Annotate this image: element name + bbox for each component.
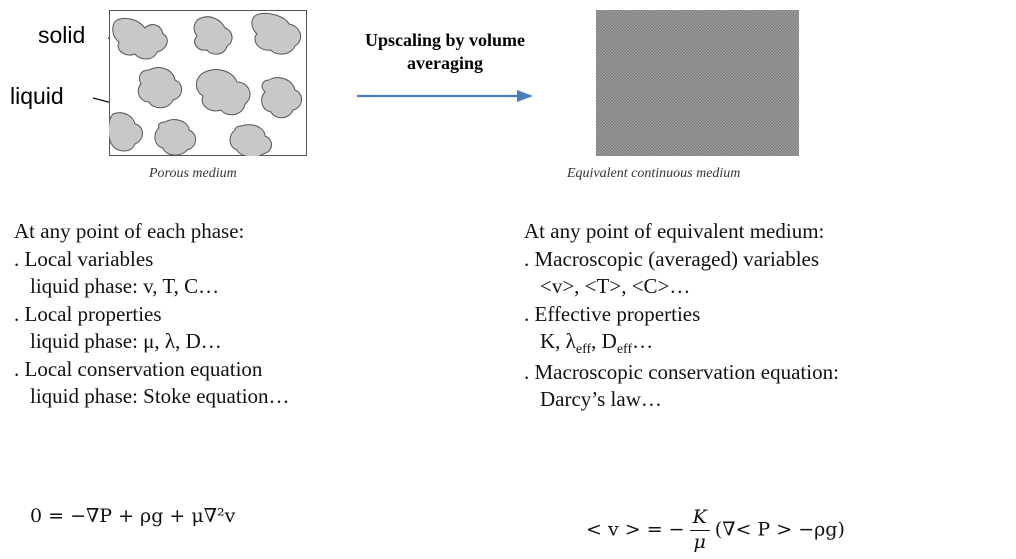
- right-detail-properties: K, λeff, Deff…: [524, 328, 839, 359]
- solid-grain: [261, 77, 302, 119]
- liquid-label: liquid: [10, 83, 64, 109]
- left-bullet-conservation: . Local conservation equation: [14, 356, 263, 381]
- right-arrow-icon: [357, 90, 533, 102]
- solid-grain: [112, 17, 168, 60]
- effective-properties-ellipsis: …: [632, 329, 654, 353]
- darcy-lhs: < v > = −: [586, 518, 685, 541]
- solid-grain: [196, 69, 251, 116]
- solid-grain: [154, 119, 196, 156]
- local-description: At any point of each phase: . Local vari…: [14, 218, 290, 411]
- left-detail-conservation: liquid phase: Stoke equation…: [30, 384, 290, 408]
- equivalent-medium-caption: Equivalent continuous medium: [567, 166, 741, 181]
- left-heading: At any point of each phase:: [14, 219, 245, 243]
- right-detail-variables: <v>, <T>, <C>…: [540, 274, 691, 298]
- right-heading: At any point of equivalent medium:: [524, 219, 825, 243]
- effective-properties-k-lambda: K, λ: [540, 329, 576, 353]
- effective-properties-d: , D: [591, 329, 617, 353]
- solid-grain: [229, 124, 272, 156]
- left-bullet-variables: . Local variables: [14, 246, 154, 271]
- porous-medium-illustration: [109, 10, 307, 156]
- solid-grain: [193, 16, 233, 55]
- d-subscript: eff: [616, 342, 633, 357]
- right-bullet-conservation: . Macroscopic conservation equation:: [524, 359, 839, 384]
- darcy-rhs: (∇< P > −ρg): [714, 518, 845, 541]
- left-bullet-properties: . Local properties: [14, 301, 162, 326]
- fraction-denominator: μ: [693, 530, 706, 553]
- solid-label: solid: [38, 22, 86, 48]
- macroscopic-description: At any point of equivalent medium: . Mac…: [524, 218, 839, 414]
- left-detail-properties: liquid phase: μ, λ, D…: [30, 329, 222, 353]
- right-detail-conservation: Darcy’s law…: [540, 387, 662, 411]
- lambda-subscript: eff: [575, 342, 592, 357]
- solid-grain: [109, 112, 143, 152]
- equivalent-medium-illustration: [596, 10, 799, 156]
- stokes-equation: 0 = −∇P + ρg + μ∇²v: [30, 505, 236, 527]
- left-detail-variables: liquid phase: v, T, C…: [30, 274, 220, 298]
- solid-grain: [137, 67, 182, 109]
- right-bullet-variables: . Macroscopic (averaged) variables: [524, 246, 820, 271]
- fraction-numerator: K: [689, 507, 710, 531]
- solid-grain: [251, 13, 302, 55]
- upscaling-title-line1: Upscaling by volume: [364, 30, 526, 50]
- right-bullet-properties: . Effective properties: [524, 301, 701, 326]
- upscaling-title-line2: averaging: [407, 53, 483, 73]
- upscaling-title: Upscaling by volume averaging: [320, 29, 570, 75]
- porous-medium-caption: Porous medium: [149, 166, 237, 181]
